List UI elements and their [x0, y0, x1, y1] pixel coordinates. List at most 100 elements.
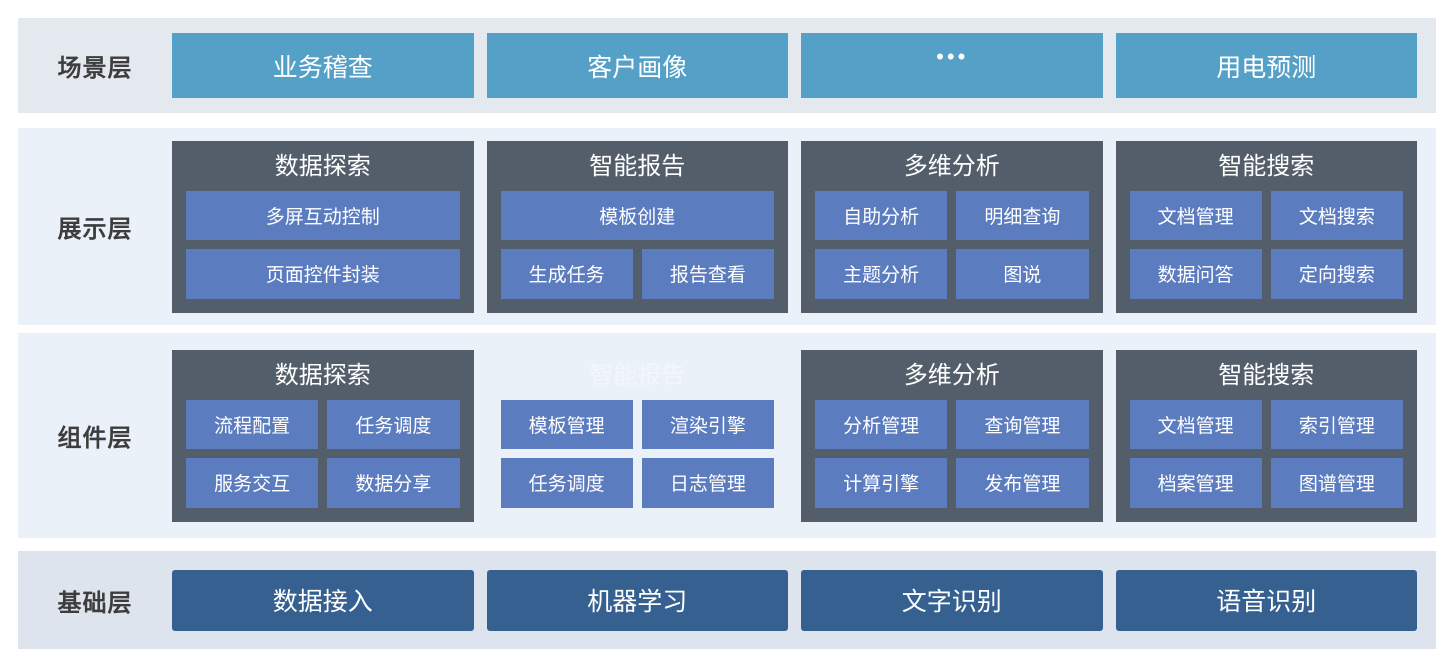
column: 智能报告 模板管理 渲染引擎 任务调度 日志管理 [487, 333, 789, 538]
scene-item[interactable]: 客户画像 [486, 33, 788, 98]
module-chip[interactable]: 查询管理 [956, 400, 1089, 450]
column: 智能搜索 文档管理 索引管理 档案管理 图谱管理 [1115, 333, 1417, 538]
module-chip-row: 服务交互 数据分享 [186, 458, 460, 508]
module-card[interactable]: 智能报告 模板创建 生成任务 报告查看 [486, 140, 788, 313]
module-chip-row: 生成任务 报告查看 [500, 249, 774, 299]
column: 数据探索 多屏互动控制 页面控件封装 [172, 128, 474, 325]
column: ••• [801, 18, 1103, 113]
module-chip-rows: 模板创建 生成任务 报告查看 [500, 191, 774, 299]
module-chip-row: 自助分析 明细查询 [815, 191, 1089, 241]
module-card[interactable]: 多维分析 分析管理 查询管理 计算引擎 发布管理 [801, 349, 1103, 522]
column: 语音识别 [1115, 551, 1417, 649]
module-card-title: 数据探索 [274, 153, 371, 180]
layer-label-scene: 场景层 [57, 55, 133, 82]
module-chip-rows: 文档管理 索引管理 档案管理 图谱管理 [1129, 400, 1403, 508]
module-chip[interactable]: 索引管理 [1270, 400, 1403, 450]
column: 文字识别 [801, 551, 1103, 649]
module-chip[interactable]: 计算引擎 [815, 458, 948, 508]
column: 客户画像 [486, 18, 788, 113]
module-card-title: 智能搜索 [1218, 362, 1315, 389]
module-chip-rows: 多屏互动控制 页面控件封装 [186, 191, 460, 299]
base-item[interactable]: 数据接入 [172, 569, 474, 631]
module-chip[interactable]: 文档管理 [1129, 191, 1262, 241]
scene-item[interactable]: 业务稽查 [172, 33, 474, 98]
module-card-title: 多维分析 [903, 362, 1000, 389]
layer-band-component: 组件层 数据探索 流程配置 任务调度 服务交互 数据分享 [18, 333, 1436, 538]
scene-item[interactable]: 用电预测 [1115, 33, 1417, 98]
module-chip-row: 多屏互动控制 [186, 191, 460, 241]
module-chip[interactable]: 数据问答 [1129, 249, 1262, 299]
module-chip[interactable]: 自助分析 [815, 191, 948, 241]
module-chip[interactable]: 文档管理 [1129, 400, 1262, 450]
module-chip-row: 分析管理 查询管理 [815, 400, 1089, 450]
module-chip[interactable]: 档案管理 [1129, 458, 1262, 508]
module-chip-row: 文档管理 索引管理 [1129, 400, 1403, 450]
module-chip[interactable]: 日志管理 [641, 458, 774, 508]
module-chip[interactable]: 模板创建 [500, 191, 774, 241]
base-item[interactable]: 文字识别 [801, 569, 1103, 631]
layer-columns-base: 数据接入 机器学习 文字识别 语音识别 [172, 551, 1436, 649]
module-chip-row: 任务调度 日志管理 [500, 458, 774, 508]
layer-band-presentation: 展示层 数据探索 多屏互动控制 页面控件封装 [18, 128, 1436, 325]
module-card[interactable]: 数据探索 多屏互动控制 页面控件封装 [172, 140, 474, 313]
module-chip[interactable]: 多屏互动控制 [186, 191, 460, 241]
module-chip-row: 计算引擎 发布管理 [815, 458, 1089, 508]
layer-label-component: 组件层 [57, 425, 133, 452]
column: 机器学习 [486, 551, 788, 649]
module-chip[interactable]: 分析管理 [815, 400, 948, 450]
module-card-title: 多维分析 [903, 153, 1000, 180]
module-chip[interactable]: 服务交互 [186, 458, 319, 508]
module-chip-row: 档案管理 图谱管理 [1129, 458, 1403, 508]
layer-columns-component: 数据探索 流程配置 任务调度 服务交互 数据分享 智能 [172, 333, 1436, 538]
module-chip-row: 文档管理 文档搜索 [1129, 191, 1403, 241]
module-card[interactable]: 数据探索 流程配置 任务调度 服务交互 数据分享 [172, 349, 474, 522]
module-chip-row: 数据问答 定向搜索 [1129, 249, 1403, 299]
column: 多维分析 分析管理 查询管理 计算引擎 发布管理 [801, 333, 1103, 538]
module-chip[interactable]: 任务调度 [327, 400, 460, 450]
layer-band-scene: 场景层 业务稽查 客户画像 ••• 用电预测 [18, 18, 1436, 113]
module-chip[interactable]: 页面控件封装 [186, 249, 460, 299]
module-card[interactable]: 智能搜索 文档管理 文档搜索 数据问答 定向搜索 [1115, 140, 1417, 313]
scene-item-ellipsis[interactable]: ••• [801, 33, 1103, 98]
module-chip-rows: 分析管理 查询管理 计算引擎 发布管理 [815, 400, 1089, 508]
module-card-title: 智能报告 [589, 153, 686, 180]
module-chip[interactable]: 主题分析 [815, 249, 948, 299]
column: 业务稽查 [172, 18, 474, 113]
module-chip[interactable]: 明细查询 [956, 191, 1089, 241]
module-chip-row: 模板管理 渲染引擎 [500, 400, 774, 450]
module-chip[interactable]: 流程配置 [186, 400, 319, 450]
module-chip[interactable]: 生成任务 [500, 249, 633, 299]
module-chip[interactable]: 文档搜索 [1270, 191, 1403, 241]
module-chip[interactable]: 报告查看 [641, 249, 774, 299]
module-card[interactable]: 智能搜索 文档管理 索引管理 档案管理 图谱管理 [1115, 349, 1417, 522]
column: 数据探索 流程配置 任务调度 服务交互 数据分享 [172, 333, 474, 538]
layer-band-base: 基础层 数据接入 机器学习 文字识别 语音识别 [18, 551, 1436, 649]
module-card-title: 智能报告 [589, 362, 686, 389]
layer-label-base: 基础层 [57, 589, 133, 617]
module-chip[interactable]: 任务调度 [500, 458, 633, 508]
module-card[interactable]: 多维分析 自助分析 明细查询 主题分析 图说 [801, 140, 1103, 313]
module-chip[interactable]: 数据分享 [327, 458, 460, 508]
layer-columns-scene: 业务稽查 客户画像 ••• 用电预测 [172, 18, 1436, 113]
module-card-title: 数据探索 [274, 362, 371, 389]
column: 多维分析 自助分析 明细查询 主题分析 图说 [801, 128, 1103, 325]
module-chip-rows: 流程配置 任务调度 服务交互 数据分享 [186, 400, 460, 508]
column: 智能搜索 文档管理 文档搜索 数据问答 定向搜索 [1115, 128, 1417, 325]
module-chip[interactable]: 渲染引擎 [641, 400, 774, 450]
module-chip[interactable]: 图谱管理 [1270, 458, 1403, 508]
module-chip[interactable]: 发布管理 [956, 458, 1089, 508]
module-chip-rows: 文档管理 文档搜索 数据问答 定向搜索 [1129, 191, 1403, 299]
layer-label-presentation: 展示层 [57, 216, 133, 243]
module-chip-row: 主题分析 图说 [815, 249, 1089, 299]
layer-columns-presentation: 数据探索 多屏互动控制 页面控件封装 智能报告 [172, 128, 1436, 325]
module-chip-row: 页面控件封装 [186, 249, 460, 299]
column: 数据接入 [172, 551, 474, 649]
base-item[interactable]: 语音识别 [1115, 569, 1417, 631]
module-chip[interactable]: 模板管理 [500, 400, 633, 450]
module-chip[interactable]: 定向搜索 [1270, 249, 1403, 299]
module-card-highlighted[interactable]: 智能报告 模板管理 渲染引擎 任务调度 日志管理 [487, 350, 789, 522]
base-item[interactable]: 机器学习 [486, 569, 788, 631]
module-chip[interactable]: 图说 [956, 249, 1089, 299]
module-chip-rows: 模板管理 渲染引擎 任务调度 日志管理 [500, 400, 774, 508]
